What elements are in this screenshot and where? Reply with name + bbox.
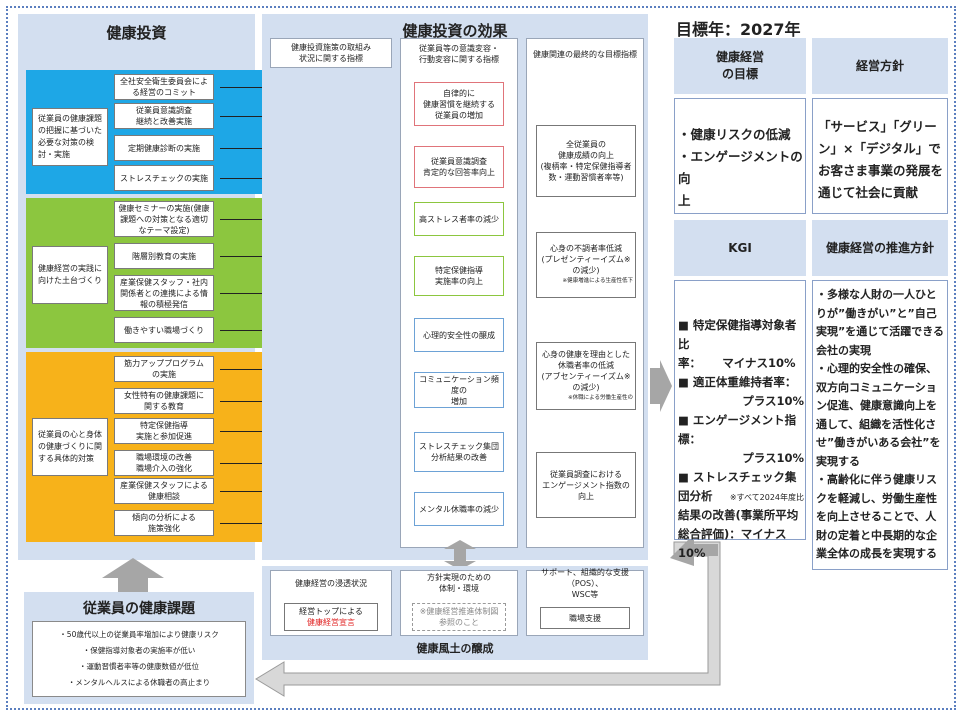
promo-text: ・多様な人財の一人ひとりが”働きがい”と”自己実現”を通じて活躍できる会社の実現… bbox=[816, 288, 945, 560]
return-arrow-icon bbox=[255, 541, 721, 697]
orange-left-box: 従業員の心と身体の健康づくりに関する具体的対策 bbox=[32, 418, 108, 476]
issues-list-box bbox=[32, 621, 246, 697]
orange-action-box: 産業保健スタッフによる 健康相談 bbox=[114, 478, 214, 504]
issues-list: ・50歳代以上の従業員率増加により健康リスク・保健指導対象者の実施率が低い・運動… bbox=[32, 627, 246, 691]
green-action-box: 健康セミナーの実施(健康課題への対策となる適切なテーマ設定) bbox=[114, 201, 214, 237]
up-arrow-icon bbox=[102, 558, 164, 594]
issue-item: ・メンタルヘルスによる休職者の高止まり bbox=[67, 678, 211, 687]
issue-item: ・50歳代以上の従業員率増加により健康リスク bbox=[59, 630, 219, 639]
issue-item: ・保健指導対象者の実施率が低い bbox=[82, 646, 196, 655]
goal-body bbox=[674, 98, 806, 214]
policy-head: 経営方針 bbox=[812, 38, 948, 94]
goal-head: 健康経営 の目標 bbox=[674, 38, 806, 94]
effect-indicator-box: 高ストレス者率の減少 bbox=[414, 202, 504, 236]
culture-head-1: 健康経営の浸透状況 bbox=[295, 578, 367, 588]
kgi-body bbox=[674, 280, 806, 540]
effect-indicator-box: 自律的に 健康習慣を継続する 従業員の増加 bbox=[414, 82, 504, 126]
blue-left-box: 従業員の健康課題の把握に基づいた必要な対策の検討・実施 bbox=[32, 108, 108, 166]
effect-indicator-box: 従業員意識調査 肯定的な回答率向上 bbox=[414, 146, 504, 188]
promo-body bbox=[812, 280, 948, 570]
final-target-box: 従業員調査における エンゲージメント指数の向上 bbox=[536, 452, 636, 518]
final-target-note: ※健康増進による生産性低下 bbox=[562, 278, 633, 284]
kgi-note: ※すべて2024年度比 bbox=[729, 493, 804, 502]
blue-action-box: ストレスチェックの実施 bbox=[114, 165, 214, 191]
effect-indicator-box: コミュニケーション頻度の 増加 bbox=[414, 372, 504, 408]
kgi-line: ■ 適正体重維持者率： bbox=[678, 375, 797, 389]
green-left-box: 健康経営の実践に向けた土台づくり bbox=[32, 246, 108, 304]
kgi-line: 総合評価)：マイナス10% bbox=[678, 527, 787, 560]
effects-title: 健康投資の効果 bbox=[402, 22, 508, 40]
final-target-box: 全従業員の 健康成績の向上 (複柄率・特定保健指導者 数・運動習慣者率等) bbox=[536, 125, 636, 197]
orange-action-box: 特定保健指導 実施と参加促進 bbox=[114, 418, 214, 444]
outer-frame bbox=[6, 6, 956, 710]
policy-text: 「サービス」「グリーン」×「デジタル」でお客さま事業の発展を通じて社会に貢献 bbox=[818, 119, 944, 200]
kgi-line: 結果の改善(事業所平均 bbox=[678, 508, 799, 522]
kgi-head: KGI bbox=[674, 220, 806, 276]
target-year: 目標年：2027年 bbox=[676, 20, 801, 39]
kgi-line: プラス10% bbox=[742, 394, 804, 408]
kgi-line: 率： マイナス10% bbox=[678, 356, 796, 370]
effect-indicator-box: ストレスチェック集団 分析結果の改善 bbox=[414, 432, 504, 472]
orange-action-box: 女性特有の健康課題に 関する教育 bbox=[114, 388, 214, 414]
culture-structure-note: ※健康経営推進体制図 参照のこと bbox=[412, 603, 506, 631]
green-action-box: 働きやすい職場づくり bbox=[114, 317, 214, 343]
final-target-text: 従業員調査における エンゲージメント指数の向上 bbox=[542, 469, 630, 501]
kgi-line: ■ エンゲージメント指標： bbox=[678, 413, 797, 446]
culture-declaration-line1: 経営トップによる bbox=[299, 607, 363, 616]
effects-col3-head-text: 健康関連の最終的な目標指標 bbox=[533, 49, 637, 59]
goal-text: ・健康リスクの低減 ・エンゲージメントの向 上 bbox=[678, 127, 803, 208]
final-target-text: 心身の不調者率低減 (プレゼンティーイズム※ の減少) bbox=[541, 244, 631, 275]
kgi-line: ■ 特定保健指導対象者比 bbox=[678, 318, 797, 351]
effects-col1-head-text: 健康投資施策の取組み 状況に関する指標 bbox=[291, 43, 371, 63]
culture-declaration-box: 経営トップによる 健康経営宣言 bbox=[284, 603, 378, 631]
up-to-right-arrow-icon bbox=[670, 534, 718, 566]
kgi-lines: ■ 特定保健指導対象者比率： マイナス10% ■ 適正体重維持者率： プラス10% ■… bbox=[678, 316, 804, 563]
issues-title: 従業員の健康課題 bbox=[83, 601, 195, 617]
kgi-line: ■ ストレスチェック集団分析 bbox=[678, 470, 797, 503]
blue-action-box: 従業員意識調査 継続と改善実施 bbox=[114, 103, 214, 129]
culture-head-3: サポート、組織的な支援（POS）、 WSC等 bbox=[541, 567, 629, 599]
issue-item: ・運動習慣者率等の健康数値が低位 bbox=[79, 662, 199, 671]
promo-head: 健康経営の推進方針 bbox=[812, 220, 948, 276]
final-target-box: 心身の健康を理由とした 休職者率の低減 (アブセンティーイズム※ の減少) ※休職… bbox=[536, 342, 636, 410]
culture-support-box: 職場支援 bbox=[540, 607, 630, 629]
policy-body bbox=[812, 98, 948, 214]
final-target-text: 全従業員の 健康成績の向上 (複柄率・特定保健指導者 数・運動習慣者率等) bbox=[540, 140, 632, 182]
orange-action-box: 傾向の分析による 施策強化 bbox=[114, 510, 214, 536]
culture-head-2: 方針実現のための 体制・環境 bbox=[427, 573, 491, 593]
orange-action-box: 筋力アッププログラム の実施 bbox=[114, 356, 214, 382]
culture-title: 健康風土の醸成 bbox=[416, 642, 494, 655]
effect-indicator-box: メンタル休職率の減少 bbox=[414, 492, 504, 526]
final-target-text: 心身の健康を理由とした 休職者率の低減 (アブセンティーイズム※ の減少) bbox=[541, 349, 631, 392]
effect-indicator-box: 特定保健指導 実施率の向上 bbox=[414, 256, 504, 296]
green-action-box: 階層別教育の実施 bbox=[114, 243, 214, 269]
blue-action-box: 定期健康診断の実施 bbox=[114, 135, 214, 161]
orange-action-box: 職場環境の改善 職場介入の強化 bbox=[114, 450, 214, 476]
kgi-line: プラス10% bbox=[742, 451, 804, 465]
green-action-box: 産業保健スタッフ・社内関係者との連携による情報の積極発信 bbox=[114, 275, 214, 311]
final-target-note: ※休職による労働生産性の bbox=[568, 394, 633, 401]
effects-col2-head-text: 従業員等の意識変容・ 行動変容に関する指標 bbox=[419, 44, 499, 64]
final-target-box: 心身の不調者率低減 (プレゼンティーイズム※ の減少) ※健康増進による生産性低下 bbox=[536, 232, 636, 298]
culture-declaration-line2: 健康経営宣言 bbox=[307, 618, 355, 627]
effect-indicator-box: 心理的安全性の醸成 bbox=[414, 318, 504, 352]
effects-col1-head bbox=[270, 38, 392, 68]
right-arrow-icon bbox=[650, 360, 672, 412]
blue-action-box: 全社安全衛生委員会による経営のコミット bbox=[114, 74, 214, 100]
investment-title: 健康投資 bbox=[106, 24, 167, 42]
updown-arrow-icon bbox=[444, 540, 476, 570]
